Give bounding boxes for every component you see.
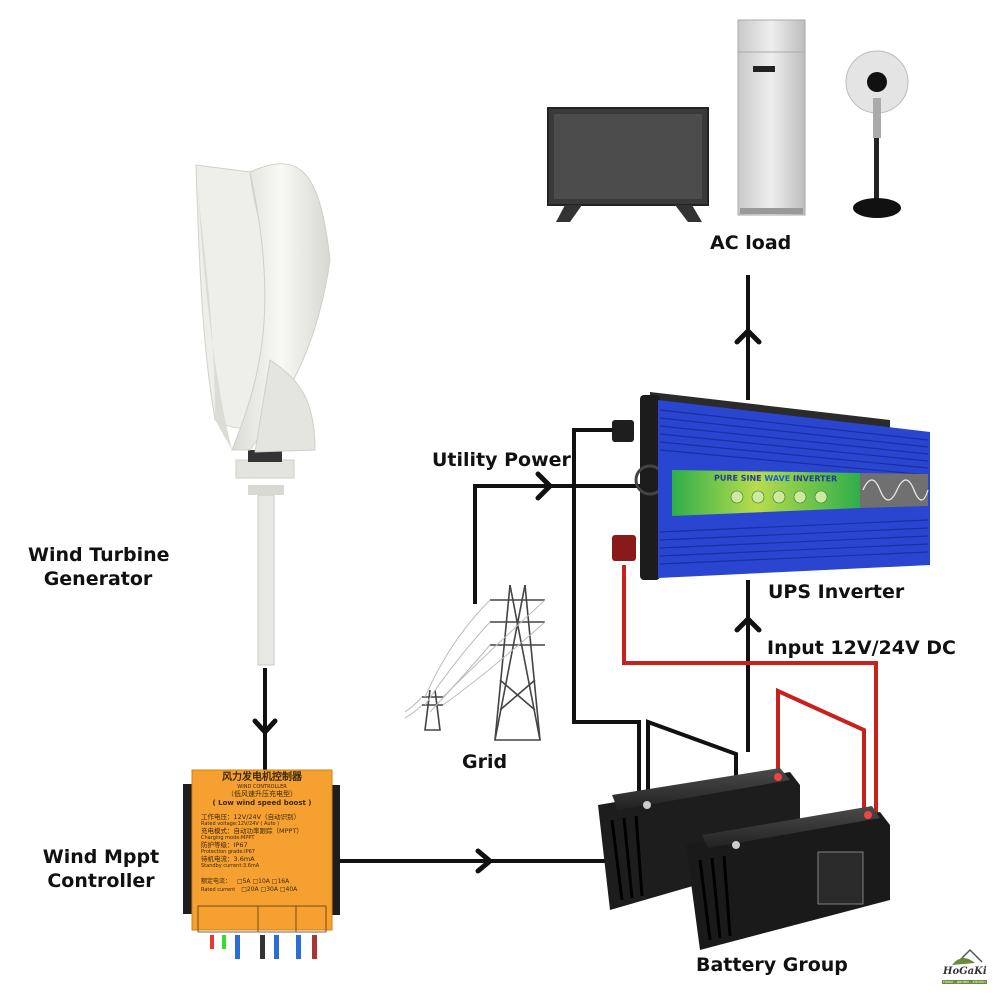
inverter-brand-text: PURE SINE WAVE INVERTER — [714, 474, 837, 484]
controller-subtitle-en: ( Low wind speed boost ) — [212, 799, 312, 807]
current-option: □5A — [236, 878, 251, 885]
rated-current-block: 额定电流： □5A □10A □16A Rated current □20A □… — [201, 878, 297, 894]
wire-grid-inverter — [473, 484, 642, 604]
wire-battery-series-pos — [776, 687, 866, 815]
spec-line: Rated voltage:12V/24V ( Auto ) — [201, 821, 280, 827]
inverter-brand-part-3: INVERTER — [790, 474, 838, 484]
battery-1 — [598, 768, 800, 910]
logo-name: HoGaKi — [943, 966, 987, 977]
spec-line: 待机电流：3.6mA — [201, 855, 255, 863]
current-option: □30A — [260, 886, 278, 893]
hogaki-logo — [952, 948, 983, 965]
ups-inverter-illustration — [612, 392, 930, 580]
arrow-up-icon — [734, 328, 762, 345]
controller-title-cn: 风力发电机控制器 — [222, 772, 302, 783]
power-tower-illustration — [404, 584, 546, 741]
rated-current-row-2: Rated current □20A □30A □40A — [201, 886, 297, 894]
grid-label: Grid — [462, 751, 508, 773]
wind-turbine-illustration — [195, 163, 331, 666]
arrow-right-icon — [475, 848, 493, 874]
ac-load-label: AC load — [710, 232, 792, 254]
rated-current-row-1: 额定电流： □5A □10A □16A — [201, 878, 297, 886]
wind-controller-illustration — [183, 769, 340, 959]
wire-inverter-negative — [572, 428, 641, 800]
battery-group-illustration — [598, 768, 890, 950]
wires-black — [263, 275, 750, 863]
spec-line: Protection grade:IP67 — [201, 849, 255, 855]
wire-inverter-positive — [622, 565, 878, 815]
controller-spec-lines: 工作电压：12V/24V（自动识别） Rated voltage:12V/24V… — [201, 813, 303, 869]
controller-title-en: WIND CONTROLLER — [237, 784, 287, 790]
controller-subtitle-cn: （低风速升压充电型） — [227, 790, 297, 798]
wind-turbine-label: Wind Turbine Generator — [28, 543, 170, 591]
rated-current-en: Rated current — [201, 887, 236, 893]
logo-tagline: Home - garden - kitchen — [942, 980, 987, 984]
battery-2 — [686, 806, 890, 950]
controller-label-line-2: Controller — [47, 870, 155, 892]
spec-line: Standby current:3.6mA — [201, 863, 260, 869]
inverter-brand-part-2: WAVE — [764, 473, 791, 484]
tv-icon — [547, 107, 709, 222]
battery-group-label: Battery Group — [696, 954, 848, 976]
arrows — [252, 328, 762, 874]
wind-turbine-label-line-1: Wind Turbine — [28, 544, 170, 566]
current-option: □16A — [271, 878, 290, 885]
arrow-up-icon — [734, 616, 762, 633]
spec-line: 充电模式：自动功率跟踪（MPPT） — [201, 827, 303, 835]
fan-icon — [845, 50, 909, 218]
ac-load-illustration — [547, 19, 909, 222]
spec-line: 防护等级：IP67 — [201, 841, 248, 849]
arrow-right-icon — [535, 471, 553, 501]
arrow-down-icon — [252, 718, 278, 735]
ups-inverter-label: UPS Inverter — [768, 581, 905, 603]
controller-label-line-1: Wind Mppt — [42, 846, 160, 868]
controller-label: Wind Mppt Controller — [36, 845, 166, 893]
air-conditioner-icon — [737, 19, 806, 216]
inverter-brand-part-1: PURE SINE — [713, 473, 765, 483]
input-voltage-label: Input 12V/24V DC — [767, 637, 956, 659]
current-option: □40A — [279, 886, 298, 893]
utility-power-label: Utility Power — [432, 449, 571, 471]
spec-line: 工作电压：12V/24V（自动识别） — [201, 813, 301, 821]
wires-red — [622, 565, 878, 815]
rated-current-cn: 额定电流： — [201, 878, 232, 885]
wind-turbine-label-line-2: Generator — [43, 568, 153, 590]
controller-panel-text: 风力发电机控制器 WIND CONTROLLER （低风速升压充电型） ( Lo… — [196, 772, 328, 808]
current-option: □10A — [252, 878, 270, 885]
current-option: □20A — [241, 886, 259, 893]
spec-line: Charging mode:MPPT — [201, 835, 255, 841]
